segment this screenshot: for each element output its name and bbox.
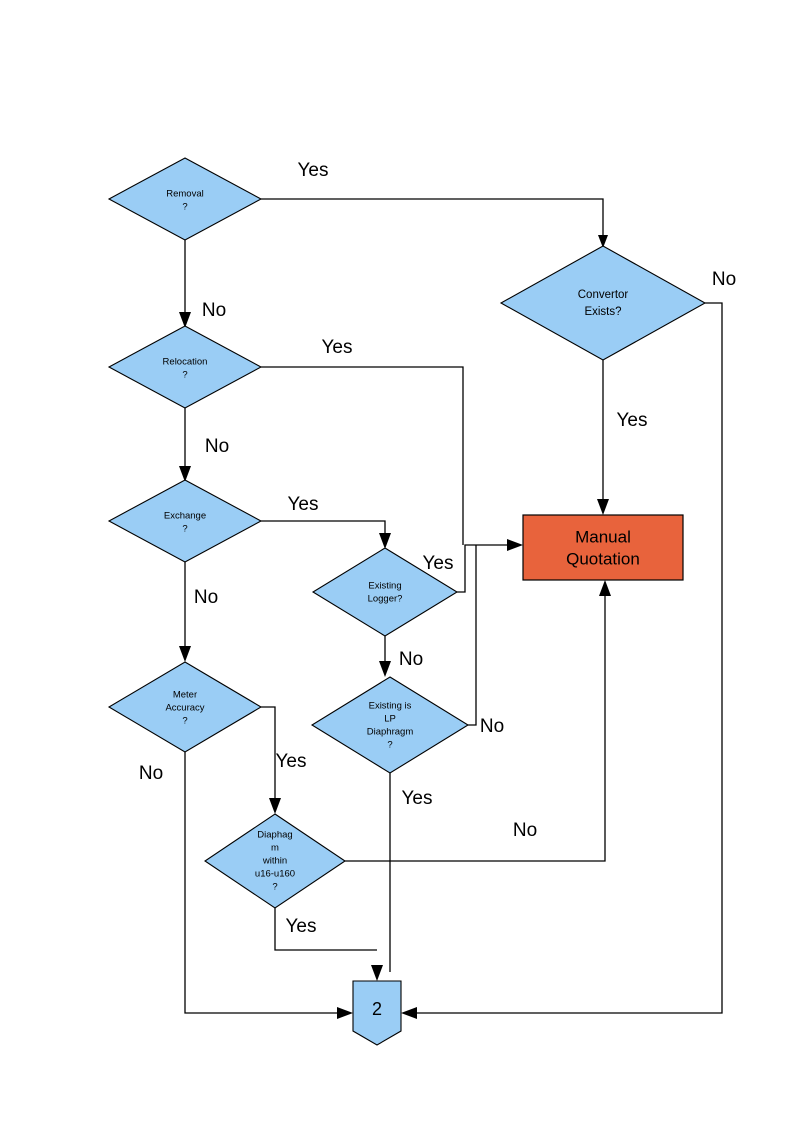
node-diaphagm-line-1: m [271, 843, 279, 854]
node-relocation-line-0: Relocation [163, 357, 208, 368]
edge-exchange-no [179, 562, 191, 662]
node-connector-2[interactable]: 2 [352, 980, 402, 1046]
edge-label-relocation-no: No [205, 436, 229, 457]
node-diaphagm-line-0: Diaphag [257, 830, 292, 841]
node-diaphagm-range[interactable]: Diaphag m within u16-u160 ? [204, 813, 346, 909]
edge-label-relocation-yes: Yes [322, 337, 353, 358]
node-manual-quotation-line-0: Manual [575, 527, 631, 546]
edge-label-convertor-yes: Yes [617, 410, 648, 431]
node-convertor-line-1: Exists? [584, 306, 621, 318]
edge-removal-yes [261, 198, 608, 248]
edges-layer [179, 198, 723, 1019]
node-removal[interactable]: Removal ? [107, 157, 263, 241]
edge-label-convertor-no: No [712, 269, 736, 290]
node-convertor-exists[interactable]: Convertor Exists? [499, 245, 707, 361]
node-exchange-line-0: Exchange [164, 511, 206, 522]
edge-label-meter-yes: Yes [276, 751, 307, 772]
node-meter-line-1: Accuracy [165, 703, 204, 714]
node-removal-line-1: ? [182, 202, 187, 213]
node-existing-logger[interactable]: Existing Logger? [311, 547, 459, 637]
edge-label-existing-lp-yes: Yes [402, 788, 433, 809]
node-meter-line-2: ? [182, 716, 187, 727]
edge-label-removal-yes: Yes [298, 160, 329, 181]
node-removal-line-0: Removal [166, 189, 204, 200]
node-diaphagm-line-4: ? [272, 882, 277, 893]
node-diaphagm-line-3: u16-u160 [255, 869, 295, 880]
edge-relocation-yes [261, 366, 464, 545]
node-diaphagm-line-2: within [262, 856, 287, 867]
edge-labels-layer: Yes No Yes No Yes No Yes No No Yes No Ye… [139, 160, 736, 937]
node-existing-lp-line-1: LP [384, 714, 396, 725]
edge-label-meter-no: No [139, 763, 163, 784]
edge-logger-yes [457, 539, 523, 593]
edge-existing-lp-no [468, 545, 477, 726]
edge-diaphagm-no [345, 580, 611, 862]
edge-label-logger-no: No [399, 649, 423, 670]
edge-removal-no [179, 240, 191, 328]
edge-label-diaphagm-no: No [513, 820, 537, 841]
node-existing-lp-line-2: Diaphragm [367, 727, 414, 738]
node-relocation[interactable]: Relocation ? [107, 325, 263, 409]
node-logger-line-1: Logger? [368, 594, 403, 605]
node-manual-quotation[interactable]: Manual Quotation [522, 514, 684, 581]
edge-label-existing-lp-no: No [480, 716, 504, 737]
edge-logger-no [379, 636, 391, 677]
edge-existing-lp-yes [371, 773, 391, 981]
edge-label-removal-no: No [202, 300, 226, 321]
node-manual-quotation-line-1: Quotation [566, 549, 640, 568]
node-meter-accuracy[interactable]: Meter Accuracy ? [107, 661, 263, 753]
node-connector-2-label: 2 [372, 999, 382, 1019]
node-convertor-line-0: Convertor [578, 289, 629, 301]
edge-convertor-no [401, 302, 723, 1019]
edge-label-diaphagm-yes: Yes [286, 916, 317, 937]
node-relocation-line-1: ? [182, 370, 187, 381]
edge-convertor-yes [597, 360, 609, 515]
edge-label-exchange-no: No [194, 587, 218, 608]
node-existing-lp-diaphragm[interactable]: Existing is LP Diaphragm ? [310, 676, 470, 774]
edge-diaphagm-yes [274, 908, 377, 951]
edge-label-exchange-yes: Yes [288, 494, 319, 515]
node-logger-line-0: Existing [368, 581, 401, 592]
edge-relocation-no [179, 408, 191, 482]
node-exchange-line-1: ? [182, 524, 187, 535]
edge-meter-no [184, 752, 353, 1019]
edge-exchange-yes [261, 520, 391, 549]
node-existing-lp-line-0: Existing is [369, 701, 412, 712]
edge-label-logger-yes: Yes [423, 553, 454, 574]
node-existing-lp-line-3: ? [387, 740, 392, 751]
edge-meter-yes [261, 706, 281, 814]
node-exchange[interactable]: Exchange ? [107, 479, 263, 563]
node-meter-line-0: Meter [173, 690, 197, 701]
